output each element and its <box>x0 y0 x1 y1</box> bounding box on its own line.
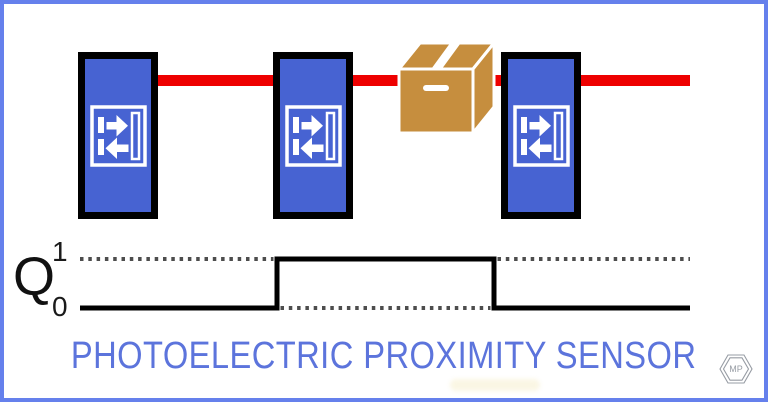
photoelectric-sensor-1 <box>78 52 158 219</box>
photoelectric-sensor-2 <box>273 52 353 219</box>
caption-row: PHOTOELECTRIC PROXIMITY SENSOR <box>0 333 768 379</box>
sensor-reflector-icon <box>89 104 147 167</box>
signal-name-label: Q <box>13 247 56 307</box>
sensor-reflector-icon <box>512 104 570 167</box>
hexagon-icon <box>719 354 753 384</box>
q-signal-waveform <box>80 256 690 311</box>
box-front-face <box>397 67 475 134</box>
logic-low-label: 0 <box>52 291 68 322</box>
mp-logo: MP <box>719 354 753 384</box>
logo-text: MP <box>729 364 743 374</box>
logic-high-label: 1 <box>52 236 68 267</box>
watermark <box>450 379 540 391</box>
sensor-reflector-icon <box>284 104 342 167</box>
photoelectric-sensor-3 <box>501 52 581 219</box>
cardboard-box-icon <box>397 41 496 134</box>
caption-title: PHOTOELECTRIC PROXIMITY SENSOR <box>71 334 697 377</box>
box-label-dash <box>423 85 449 91</box>
